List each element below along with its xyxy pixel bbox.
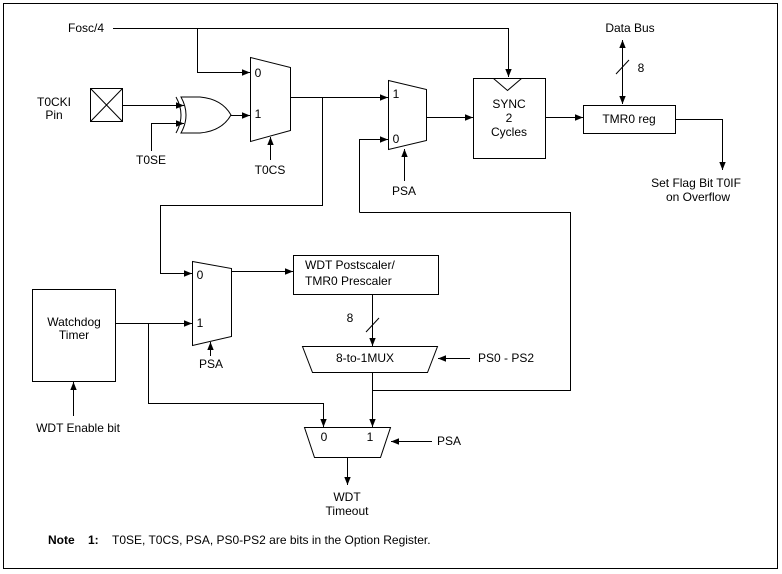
psa-wdt-mux: [192, 260, 232, 347]
prescaler-bus-width-label: 8: [347, 311, 354, 325]
output-mux-input-0: 0: [321, 430, 328, 444]
t0cs-mux: [250, 56, 291, 143]
ps-bits-label: PS0 - PS2: [478, 351, 534, 365]
watchdog-timer-label-line2: Timer: [59, 328, 89, 342]
sync-label-line3: Cycles: [491, 125, 527, 139]
t0se-label: T0SE: [136, 153, 166, 167]
fosc-to-t0cs-mux-line: [197, 28, 250, 76]
prescaler-bus-slash: [365, 317, 380, 333]
fosc-label: Fosc/4: [68, 21, 104, 35]
t0cki-pin-symbol: [90, 88, 123, 122]
psa-tmr0-mux-input-1: 1: [393, 87, 400, 101]
diagram-frame: [3, 3, 778, 569]
watchdog-timer-label-line1: Watchdog: [47, 315, 101, 329]
mux-8to1-label: 8-to-1MUX: [336, 351, 394, 365]
note-label: Note: [48, 533, 75, 547]
t0cs-mux-input-1: 1: [255, 107, 262, 121]
psa-tmr0-mux-input-0: 0: [393, 132, 400, 146]
tmr0-reg-label: TMR0 reg: [602, 112, 655, 126]
mux-8to1: [301, 346, 439, 373]
sync-label-line1: SYNC: [492, 97, 526, 111]
t0cki-label: T0CKI: [37, 95, 71, 109]
prescaler-label-line2: TMR0 Prescaler: [305, 274, 392, 288]
wdt-enable-label: WDT Enable bit: [36, 421, 120, 435]
t0se-to-xor-line: [151, 120, 184, 151]
t0cs-mux-input-0: 0: [255, 66, 262, 80]
note-text: T0SE, T0CS, PSA, PS0-PS2 are bits in the…: [112, 533, 431, 547]
note-number: 1:: [88, 533, 99, 547]
prescaler-to-psa-tmr0-mux-line: [359, 136, 388, 213]
t0cs-mux-to-wdt-mux-line: [160, 97, 323, 277]
sync-clock-icon: [492, 78, 523, 92]
psa-output-label: PSA: [437, 434, 461, 448]
overflow-label-line2: on Overflow: [666, 190, 730, 204]
xor-gate: [175, 96, 232, 134]
prescaler-label-line1: WDT Postscaler/: [305, 258, 395, 272]
prescaler-feedback-line: [359, 212, 571, 391]
data-bus-width-label: 8: [638, 61, 645, 75]
data-bus-width-slash: [615, 59, 630, 75]
psa-wdt-mux-input-1: 1: [197, 316, 204, 330]
fosc-to-sync-line: [113, 28, 512, 77]
prescaler-block: [293, 255, 439, 295]
watchdog-timer-block: [32, 289, 116, 382]
psa-tmr0-mux: [388, 79, 427, 151]
tmr0-overflow-line: [675, 119, 726, 170]
t0cs-label: T0CS: [255, 163, 286, 177]
sync-label-line2: 2: [506, 111, 513, 125]
wdt-timeout-label-line2: Timeout: [326, 504, 370, 518]
psa-wdt-mux-input-0: 0: [197, 268, 204, 282]
output-mux-input-1: 1: [367, 430, 374, 444]
data-bus-label: Data Bus: [605, 21, 654, 35]
output-mux: [303, 427, 392, 458]
t0cki-pin-label: Pin: [45, 108, 62, 122]
overflow-label-line1: Set Flag Bit T0IF: [651, 176, 741, 190]
wdt-to-output-mux-line: [148, 323, 327, 427]
wdt-timeout-label-line1: WDT: [333, 490, 361, 504]
psa-wdt-label: PSA: [199, 357, 223, 371]
psa-tmr0-label: PSA: [392, 184, 416, 198]
